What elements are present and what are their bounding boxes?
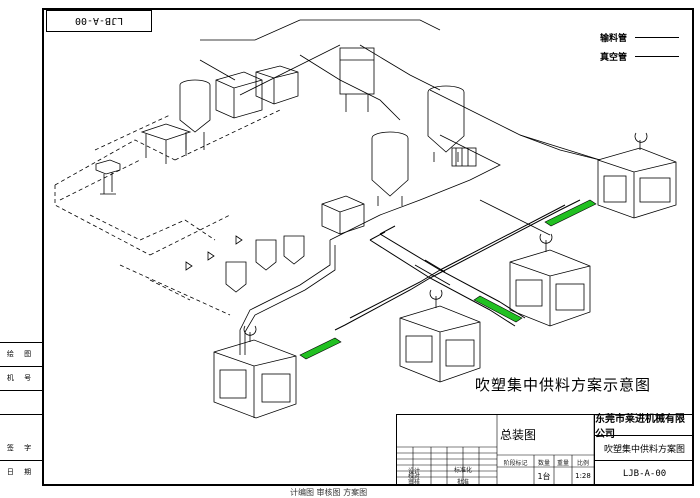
solid-line-swatch (635, 37, 680, 38)
mixer-tank (179, 79, 211, 150)
dryer-unit-1 (215, 71, 263, 119)
central-filter-station (339, 47, 375, 112)
label-standard: 标准化 (453, 466, 472, 474)
label-check: 校对 (407, 472, 420, 480)
label-scale: 比例 (576, 459, 589, 467)
value-quantity: 1台 (537, 471, 551, 481)
title-block: 设计 校对 审核 标准化 批准 阶段标记 数量 重量 比例 1台 1:28 (396, 414, 694, 486)
dashed-pipe-network (54, 109, 281, 316)
strip-divider (0, 366, 42, 367)
central-conveyor-cross (334, 199, 581, 331)
label-design: 设计 (407, 467, 420, 475)
vacuum-pump-cabinet (451, 147, 477, 167)
label-stage: 阶段标记 (503, 459, 528, 467)
label-weight: 重量 (556, 459, 569, 467)
main-title: 吹塑集中供料方案示意图 (475, 376, 652, 394)
strip-divider (0, 390, 42, 391)
control-stand (95, 159, 121, 195)
dryer-unit-2 (255, 65, 299, 105)
green-conveyors (299, 199, 597, 360)
label-quantity: 数量 (537, 459, 550, 467)
strip-divider (0, 414, 42, 415)
company-name: 东莞市莱进机械有限公司 (594, 414, 694, 440)
legend-feed-pipe: 输料管 (600, 28, 680, 47)
storage-tank-1 (371, 131, 409, 206)
strip-row-signature: 签 字 (6, 444, 36, 452)
blow-molding-machine-1 (597, 132, 677, 219)
drawing-frame (42, 8, 694, 486)
value-scale: 1:28 (575, 472, 591, 480)
strip-row-date: 日 期 (6, 468, 36, 476)
drawing-name: 吹塑集中供料方案图 (594, 436, 694, 461)
hopper-loaders (185, 235, 305, 293)
storage-tank-2 (427, 85, 465, 162)
label-review: 审核 (407, 478, 420, 486)
strip-divider (0, 460, 42, 461)
drawing-number: LJB-A-00 (594, 461, 694, 486)
legend: 输料管 真空管 (600, 28, 680, 66)
assembly-label: 总装图 (500, 428, 537, 442)
work-table (140, 123, 192, 164)
blow-molding-machine-4 (213, 325, 297, 419)
title-block-grid (397, 415, 595, 485)
left-title-strip: 绘 图 机 号 签 字 日 期 (0, 342, 42, 486)
blow-molding-machine-3 (399, 289, 481, 383)
vacuum-line-swatch (635, 56, 680, 57)
solid-pipe-network (199, 19, 601, 355)
legend-vacuum-pipe-label: 真空管 (600, 53, 628, 63)
label-approve: 批准 (456, 478, 469, 486)
blow-molding-machine-2 (509, 233, 591, 327)
legend-feed-pipe-label: 输料管 (600, 34, 628, 44)
legend-vacuum-pipe: 真空管 (600, 47, 680, 66)
strip-divider (0, 342, 42, 343)
strip-row-machine: 机 号 (6, 374, 36, 382)
crusher (321, 195, 365, 235)
strip-row-drafter: 绘 图 (6, 350, 36, 358)
